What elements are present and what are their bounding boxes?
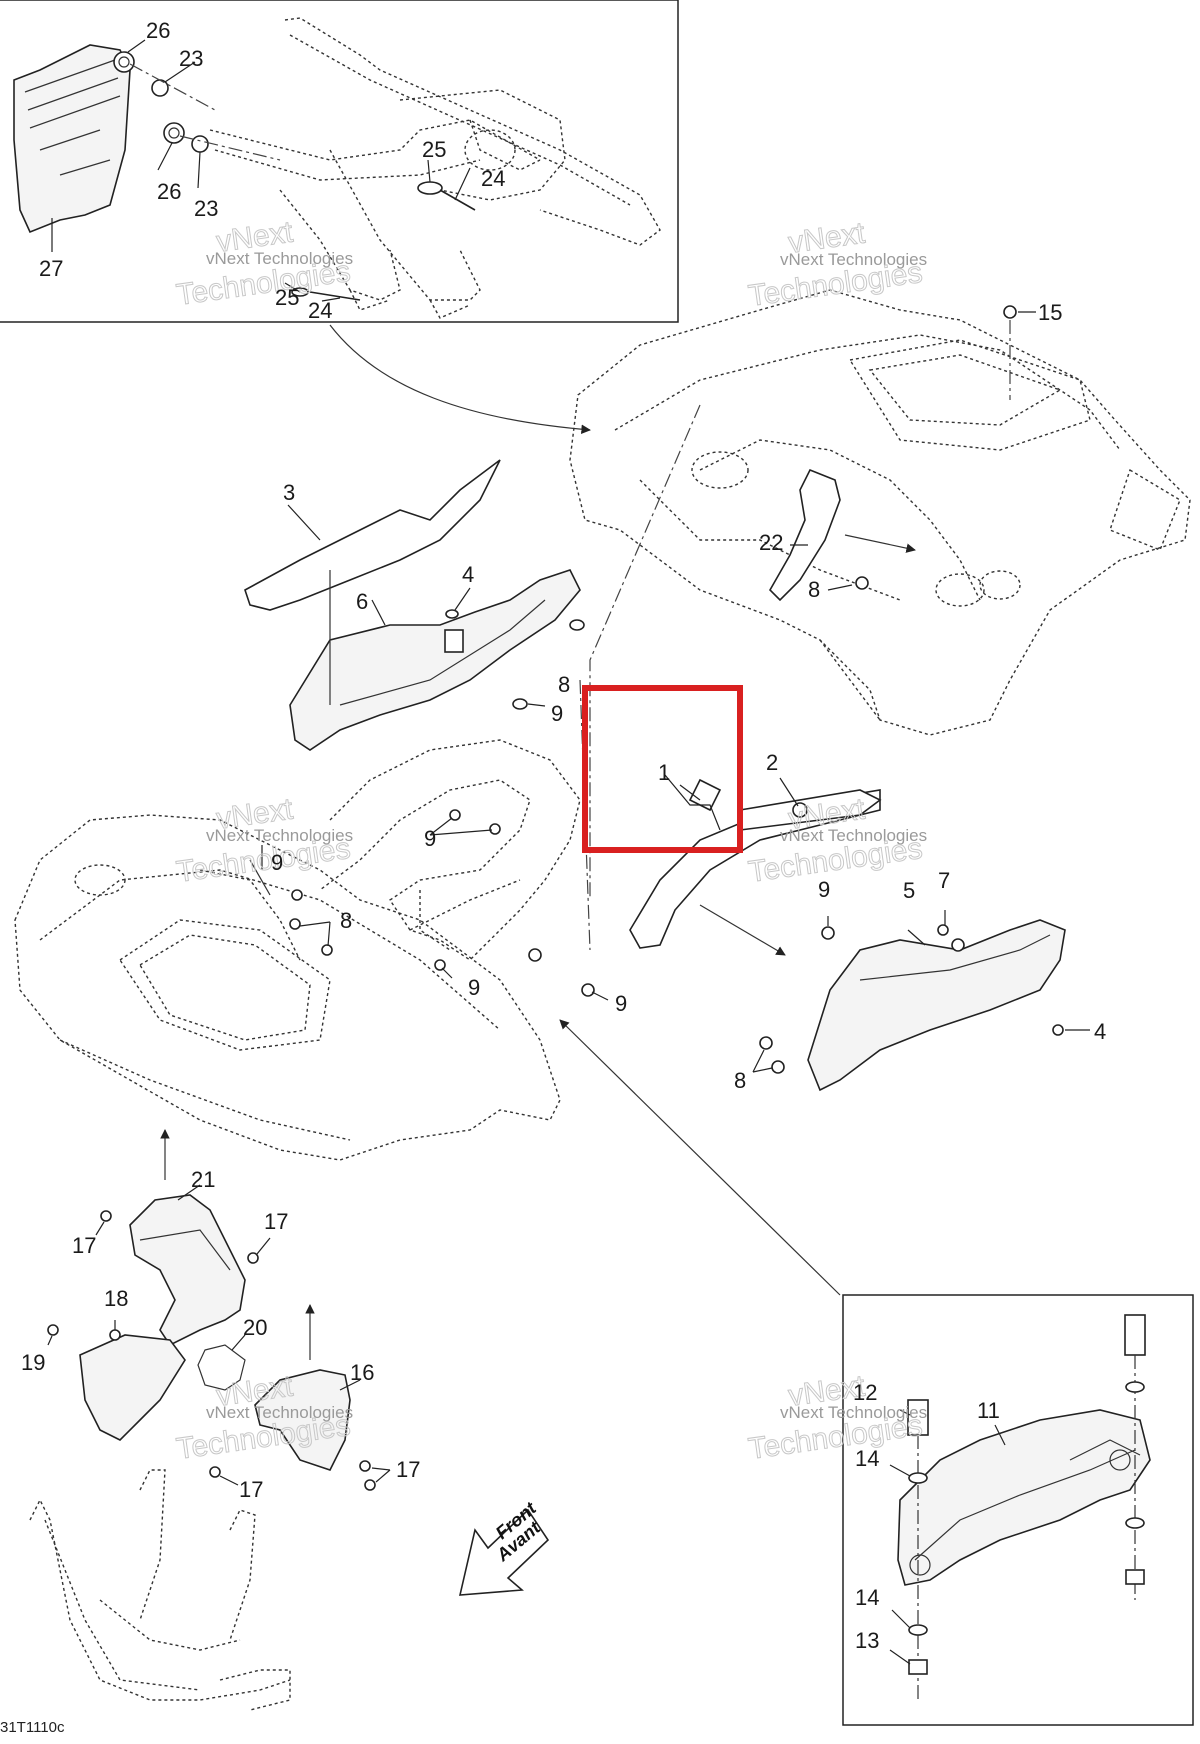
- callout-26: 26: [157, 179, 181, 204]
- callout-17: 17: [396, 1457, 420, 1482]
- side-panel-3: [244, 459, 501, 611]
- callout-3: 3: [283, 480, 295, 505]
- side-panel-5: [699, 904, 1090, 1092]
- callout-23: 23: [179, 46, 203, 71]
- callout-25: 25: [422, 137, 446, 162]
- callout-9: 9: [818, 877, 830, 902]
- callout-8: 8: [734, 1068, 746, 1093]
- callout-4: 4: [462, 562, 474, 587]
- watermark-text: vNext Technologies: [206, 249, 353, 268]
- diagram-code: 31T1110c: [0, 1719, 65, 1736]
- callout-4: 4: [1094, 1019, 1106, 1044]
- callout-17: 17: [264, 1209, 288, 1234]
- callout-17: 17: [72, 1233, 96, 1258]
- front-bumper-lower: [29, 1469, 291, 1711]
- callout-labels: 1 2 3 4 4 5 6 7 8 8 8 8 9 9 9 9 9 9 11 1…: [21, 18, 1106, 1653]
- callout-21: 21: [191, 1167, 215, 1192]
- rear-fender-insert-22: [769, 468, 841, 602]
- callout-11: 11: [977, 1398, 1000, 1423]
- callout-24: 24: [481, 166, 505, 191]
- gasket-20: [197, 1334, 246, 1391]
- callout-13: 13: [855, 1628, 879, 1653]
- callout-22: 22: [759, 530, 783, 555]
- callout-17: 17: [239, 1477, 263, 1502]
- inset-box-top-left: [0, 0, 679, 323]
- callout-14: 14: [855, 1585, 879, 1610]
- watermark-text: vNext Technologies: [780, 1403, 927, 1422]
- inset-box-bottom-right: [842, 1294, 1194, 1726]
- callout-23: 23: [194, 196, 218, 221]
- callout-18: 18: [104, 1286, 128, 1311]
- callout-6: 6: [356, 589, 368, 614]
- front-guard-27: [13, 44, 131, 234]
- callout-27: 27: [39, 256, 63, 281]
- callout-8: 8: [808, 577, 820, 602]
- front-fender-assembly: [14, 739, 609, 1161]
- callout-9: 9: [271, 850, 283, 875]
- callout-1: 1: [658, 760, 670, 785]
- callout-25: 25: [275, 285, 299, 310]
- callout-14: 14: [855, 1446, 879, 1471]
- callout-20: 20: [243, 1315, 267, 1340]
- callout-24: 24: [308, 298, 332, 323]
- callout-8: 8: [558, 672, 570, 697]
- watermarks: vNext Technologies vNext Technologies vN…: [174, 215, 927, 1466]
- callout-7: 7: [938, 868, 950, 893]
- callout-8: 8: [340, 908, 352, 933]
- front-direction-arrow: Front Avant: [458, 1498, 550, 1596]
- watermark-text: vNext Technologies: [780, 826, 927, 845]
- watermark-text: vNext Technologies: [206, 1403, 353, 1422]
- callout-9: 9: [615, 991, 627, 1016]
- callout-9: 9: [468, 975, 480, 1000]
- footrest-2: [739, 777, 882, 831]
- callout-9: 9: [424, 826, 436, 851]
- callout-5: 5: [903, 878, 915, 903]
- callout-15: 15: [1038, 300, 1062, 325]
- rear-fender-assembly: [569, 289, 1191, 736]
- mud-guard-21: [95, 1184, 271, 1347]
- callout-9: 9: [551, 701, 563, 726]
- watermark-text: vNext Technologies: [206, 826, 353, 845]
- callout-26: 26: [146, 18, 170, 43]
- callout-2: 2: [766, 750, 778, 775]
- splash-guard-19: [47, 1320, 186, 1441]
- callout-19: 19: [21, 1350, 45, 1375]
- callout-12: 12: [853, 1380, 877, 1405]
- callout-16: 16: [350, 1360, 374, 1385]
- highlight-box-part-1: [582, 685, 743, 853]
- watermark-text: vNext Technologies: [780, 250, 927, 269]
- deflector-16: [209, 1369, 391, 1491]
- side-panel-6: [289, 569, 585, 751]
